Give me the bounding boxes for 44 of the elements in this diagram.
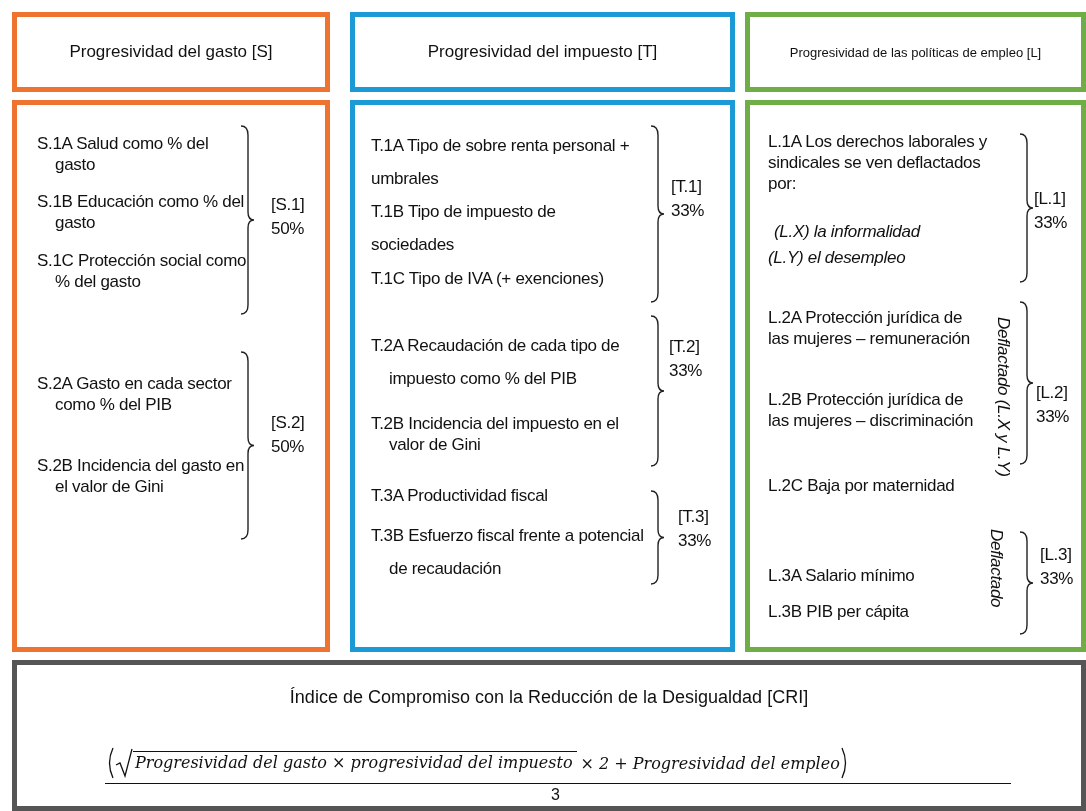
header-box xyxy=(350,12,735,92)
weight-label: [T.1] 33% xyxy=(671,176,706,222)
indicator-text: T.1A Tipo de sobre renta personal + umbrales xyxy=(371,135,631,190)
indicator-text: S.1A Salud como % del gasto xyxy=(37,133,210,175)
indicator-text: T.1C Tipo de IVA (+ exenciones) xyxy=(371,268,605,290)
weight-label: [L.2] 33% xyxy=(1036,382,1071,428)
header-box xyxy=(745,12,1086,92)
formula-text: Progresividad del gasto × progresividad del impuesto xyxy=(133,751,577,772)
rotated-note: Deflactado xyxy=(986,529,1007,608)
weight-label: [T.2] 33% xyxy=(669,336,704,382)
note-text: (L.Y) el desempleo xyxy=(768,247,907,268)
indicator-text: T.1B Tipo de impuesto de sociedades xyxy=(371,201,557,256)
weight-label: [L.1] 33% xyxy=(1034,188,1069,234)
formula-box xyxy=(12,660,1086,811)
indicator-text: T.2B Incidencia del impuesto en el valor de Gini xyxy=(371,413,620,455)
indicator-text: S.2B Incidencia del gasto en el valor de Gini xyxy=(37,455,246,497)
header-text: Progresividad del impuesto [T] xyxy=(426,42,659,62)
indicator-text: T.2A Recaudación de cada tipo de impuesto como % del PIB xyxy=(371,335,621,390)
indicator-text: L.3B PIB per cápita xyxy=(768,601,910,622)
panel-box xyxy=(350,100,735,652)
indicator-text: L.2C Baja por maternidad xyxy=(768,475,956,497)
indicator-text: S.1B Educación como % del gasto xyxy=(37,191,245,233)
indicator-text: S.1C Protección social como % del gasto xyxy=(37,250,248,292)
header-box xyxy=(12,12,330,92)
weight-label: [T.3] 33% xyxy=(678,506,713,552)
weight-label: [S.2] 50% xyxy=(271,412,306,458)
weight-label: [L.3] 33% xyxy=(1040,544,1075,590)
indicator-text: L.3A Salario mínimo xyxy=(768,565,916,586)
indicator-text: L.1A Los derechos laborales y sindicales se ven deflactados por: xyxy=(768,131,989,194)
indicator-text: T.3A Productividad fiscal xyxy=(371,485,549,506)
indicator-text: L.2A Protección jurídica de las mujeres – remuneración xyxy=(768,307,971,349)
indicator-text: T.3B Esfuerzo fiscal frente a potencial de recaudación xyxy=(371,525,645,580)
index-title: Índice de Compromiso con la Reducción de la Desigualdad [CRI] xyxy=(288,687,810,708)
rotated-note: Deflactado (L.X y L.Y) xyxy=(993,317,1014,477)
indicator-text: L.2B Protección jurídica de las mujeres – discriminación xyxy=(768,389,975,431)
panel-box xyxy=(12,100,330,652)
header-text: Progresividad del gasto [S] xyxy=(68,42,274,62)
formula-denominator: 3 xyxy=(551,786,560,804)
weight-label: [S.1] 50% xyxy=(271,194,306,240)
formula-text: × 2 + Progresividad del empleo xyxy=(580,753,840,773)
indicator-text: S.2A Gasto en cada sector como % del PIB xyxy=(37,373,233,415)
note-text: (L.X) la informalidad xyxy=(774,221,922,242)
panel-box xyxy=(745,100,1086,652)
header-text: Progresividad de las políticas de empleo [L] xyxy=(788,44,1043,60)
